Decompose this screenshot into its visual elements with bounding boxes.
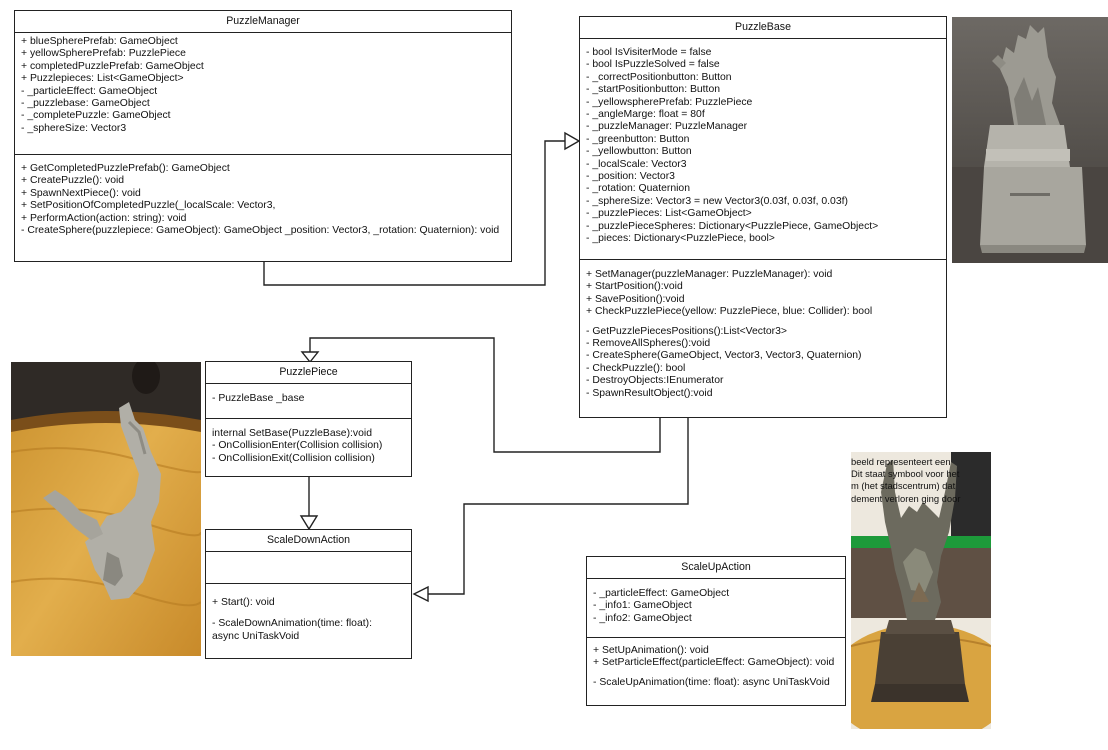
attribute: - bool IsVisiterMode = false (586, 47, 712, 58)
method: + SetUpAnimation(): void (593, 645, 709, 656)
method: - SpawnResultObject():void (586, 387, 713, 399)
method: - GetPuzzlePiecesPositions():List<Vector… (586, 325, 787, 337)
method: - OnCollisionEnter(Collision collision) (212, 440, 383, 452)
method-list: + Start(): void - ScaleDownAnimation(tim… (206, 583, 411, 643)
ar-info-text: beeld representeert een (851, 456, 951, 467)
attribute: - _info1: GameObject (593, 600, 692, 612)
attribute: - _info2: GameObject (593, 612, 692, 624)
photo-ar-statue: beeld representeert een Dit staat symboo… (851, 452, 991, 729)
method: + SavePosition():void (586, 293, 685, 305)
attribute: - _completePuzzle: GameObject (21, 110, 171, 122)
ar-info-text: Dit staat symbool voor het (851, 468, 960, 480)
class-title: PuzzleBase (580, 17, 946, 39)
attribute: - PuzzleBase _base (212, 393, 305, 404)
class-scale-up-action: ScaleUpAction - _particleEffect: GameObj… (586, 556, 846, 706)
attribute: - _yellowspherePrefab: PuzzlePiece (586, 96, 753, 108)
attribute: - _localScale: Vector3 (586, 158, 687, 170)
class-puzzle-manager: PuzzleManager + blueSpherePrefab: GameOb… (14, 10, 512, 262)
method: + SetPositionOfCompletedPuzzle(_localSca… (21, 200, 276, 212)
class-title: PuzzlePiece (206, 362, 411, 384)
method-list: + GetCompletedPuzzlePrefab(): GameObject… (15, 154, 511, 237)
attribute-list: - bool IsVisiterMode = false - bool IsPu… (580, 47, 946, 246)
inheritance-arrowhead (300, 351, 320, 364)
method: + PerformAction(action: string): void (21, 212, 187, 224)
class-title: PuzzleManager (15, 11, 511, 33)
attribute: - _position: Vector3 (586, 171, 675, 183)
attribute: + yellowSpherePrefab: PuzzlePiece (21, 48, 186, 60)
method: + SetManager(puzzleManager: PuzzleManage… (586, 269, 833, 280)
method-list: + SetUpAnimation(): void + SetParticleEf… (587, 637, 845, 689)
ar-info-panel: beeld representeert een Dit staat symboo… (851, 456, 963, 505)
method: + GetCompletedPuzzlePrefab(): GameObject (21, 163, 230, 174)
attribute-list: - PuzzleBase _base (206, 384, 411, 405)
class-puzzle-base: PuzzleBase - bool IsVisiterMode = false … (579, 16, 947, 418)
attribute: - _sphereSize: Vector3 (21, 122, 127, 134)
method: - CreateSphere(puzzlepiece: GameObject):… (21, 225, 500, 237)
attribute: - _pieces: Dictionary<PuzzlePiece, bool> (586, 233, 775, 245)
method: + StartPosition():void (586, 281, 683, 293)
attribute: - _rotation: Quaternion (586, 183, 690, 195)
attribute: - _greenbutton: Button (586, 133, 690, 145)
method: + SetParticleEffect(particleEffect: Game… (593, 657, 835, 669)
attribute: - _particleEffect: GameObject (593, 588, 730, 599)
attribute: - _angleMarge: float = 80f (586, 109, 705, 121)
method: async UniTaskVoid (212, 630, 300, 642)
photo-statue-pedestal (952, 17, 1108, 263)
attribute: - _puzzlePieceSpheres: Dictionary<Puzzle… (586, 220, 879, 232)
attribute-list: - _particleEffect: GameObject - _info1: … (587, 579, 845, 625)
attribute: + blueSpherePrefab: GameObject (21, 36, 178, 47)
method: + CheckPuzzlePiece(yellow: PuzzlePiece, … (586, 306, 873, 318)
method: - CreateSphere(GameObject, Vector3, Vect… (586, 350, 862, 362)
photo-ar-puzzle-piece (11, 362, 201, 656)
method: + CreatePuzzle(): void (21, 175, 125, 187)
method: - RemoveAllSpheres():void (586, 338, 711, 350)
method: - ScaleDownAnimation(time: float): (212, 618, 372, 630)
attribute: - _startPositionbutton: Button (586, 84, 721, 96)
method: - CheckPuzzle(): bool (586, 362, 686, 374)
method-list: + SetManager(puzzleManager: PuzzleManage… (580, 259, 946, 400)
inheritance-arrowhead (299, 515, 319, 531)
attribute: - _puzzlePieces: List<GameObject> (586, 208, 752, 220)
class-title: ScaleUpAction (587, 557, 845, 579)
method: - OnCollisionExit(Collision collision) (212, 452, 375, 464)
attribute-list: + blueSpherePrefab: GameObject + yellowS… (15, 33, 511, 135)
ar-info-text: m (het stadscentrum) dat (851, 480, 956, 492)
class-puzzle-piece: PuzzlePiece - PuzzleBase _base internal … (205, 361, 412, 477)
method: + SpawnNextPiece(): void (21, 187, 141, 199)
attribute: - _particleEffect: GameObject (21, 85, 158, 97)
attribute: + Puzzlepieces: List<GameObject> (21, 73, 184, 85)
inheritance-arrowhead (564, 131, 581, 151)
attribute: - bool IsPuzzleSolved = false (586, 59, 720, 71)
attribute: - _sphereSize: Vector3 = new Vector3(0.0… (586, 195, 848, 207)
method: - ScaleUpAnimation(time: float): async U… (593, 676, 830, 688)
attribute: - _puzzlebase: GameObject (21, 98, 150, 110)
method: internal SetBase(PuzzleBase):void (212, 428, 372, 439)
inheritance-arrowhead (412, 585, 429, 603)
attribute: - _puzzleManager: PuzzleManager (586, 121, 748, 133)
base-to-scaledown-connector (428, 418, 689, 595)
attribute: - _correctPositionbutton: Button (586, 71, 732, 83)
manager-to-base-connector (263, 140, 565, 286)
method: + Start(): void (212, 597, 275, 608)
attribute-list (206, 552, 411, 583)
class-title: ScaleDownAction (206, 530, 411, 552)
class-scale-down-action: ScaleDownAction + Start(): void - ScaleD… (205, 529, 412, 659)
ar-info-text: dement verloren ging door (851, 492, 961, 504)
method: - DestroyObjects:IEnumerator (586, 375, 724, 387)
base-to-piece-connector (309, 337, 661, 453)
attribute: - _yellowbutton: Button (586, 146, 692, 158)
method-list: internal SetBase(PuzzleBase):void - OnCo… (206, 418, 411, 465)
attribute: + completedPuzzlePrefab: GameObject (21, 60, 204, 72)
